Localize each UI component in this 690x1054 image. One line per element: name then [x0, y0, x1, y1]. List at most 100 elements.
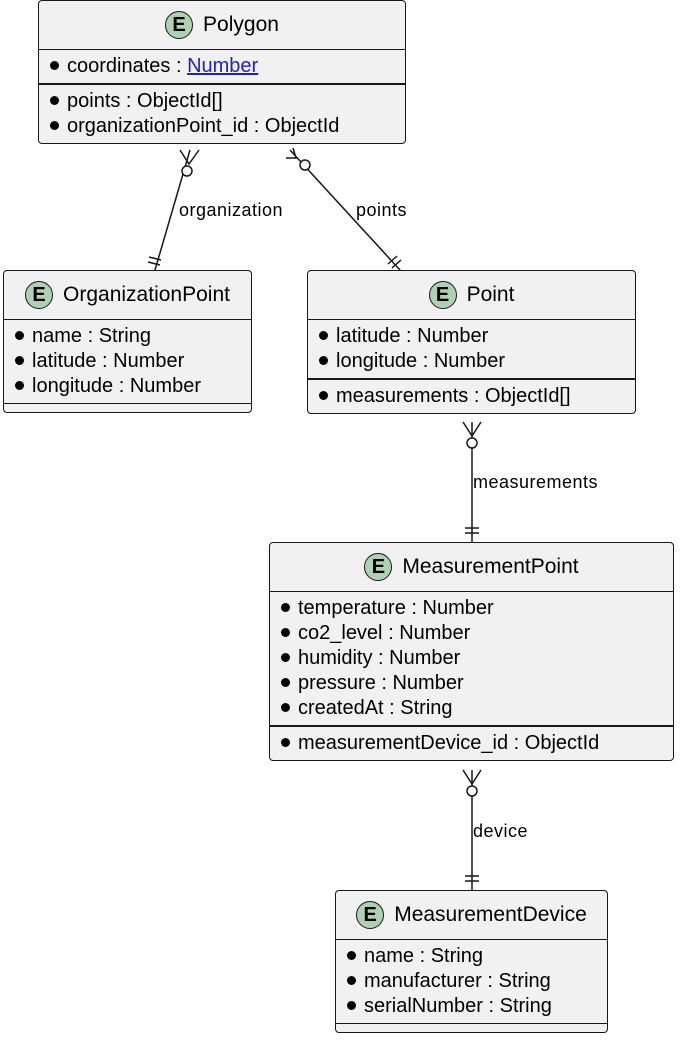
attribute-type: Number: [433, 350, 505, 372]
attribute-row: co2_level : Number: [270, 621, 673, 646]
edge-point-measurementpoint: [462, 421, 482, 542]
entity-badge-icon: E: [356, 901, 385, 929]
attribute-type: String: [430, 945, 483, 967]
attribute-name: serialNumber: [364, 995, 483, 1017]
attribute-name: createdAt: [298, 697, 384, 719]
entity-measurement-device[interactable]: E MeasurementDevice name : String manufa…: [335, 890, 608, 1033]
attribute-section: coordinates : Number: [39, 50, 405, 83]
entity-polygon[interactable]: E Polygon coordinates : Number points : …: [38, 0, 406, 144]
attribute-type: String: [498, 970, 551, 992]
attribute-type: String: [499, 995, 552, 1017]
attribute-section: latitude : Number longitude : Number: [308, 320, 635, 378]
bullet-icon: [319, 391, 328, 400]
attribute-type: Number: [389, 647, 461, 669]
bullet-icon: [281, 603, 290, 612]
entity-point[interactable]: E Point latitude : Number longitude : Nu…: [307, 270, 636, 414]
bullet-icon: [281, 738, 290, 747]
entity-organization-point[interactable]: E OrganizationPoint name : String latitu…: [3, 270, 252, 413]
attribute-row: serialNumber : String: [336, 994, 607, 1019]
attribute-name: longitude: [336, 350, 418, 372]
bullet-icon: [281, 653, 290, 662]
entity-name: Polygon: [203, 13, 279, 36]
attribute-type: String: [98, 325, 151, 347]
entity-name: MeasurementDevice: [394, 903, 587, 926]
attribute-section: temperature : Number co2_level : Number …: [270, 592, 673, 725]
attribute-name: measurementDevice_id: [298, 732, 509, 754]
attribute-section: measurements : ObjectId[]: [308, 378, 635, 413]
attribute-name: co2_level: [298, 622, 383, 644]
entity-badge-icon: E: [165, 11, 194, 39]
attribute-name: measurements: [336, 385, 469, 407]
attribute-name: temperature: [298, 597, 406, 619]
attribute-type: ObjectId[]: [137, 90, 223, 112]
entity-header: E Point: [308, 271, 635, 320]
attribute-type: Number: [392, 672, 464, 694]
attribute-type: ObjectId: [524, 732, 600, 754]
entity-name: OrganizationPoint: [63, 283, 230, 306]
attribute-row: measurements : ObjectId[]: [308, 384, 635, 409]
attribute-type: String: [400, 697, 453, 719]
relation-label-device: device: [473, 821, 529, 841]
attribute-type: Number: [113, 350, 185, 372]
attribute-row: createdAt : String: [270, 696, 673, 721]
relation-label-organization: organization: [179, 200, 284, 220]
attribute-row: points : ObjectId[]: [39, 89, 405, 114]
attribute-section: name : String manufacturer : String seri…: [336, 940, 607, 1023]
bullet-icon: [281, 703, 290, 712]
attribute-type: Number: [422, 597, 494, 619]
attribute-row: longitude : Number: [4, 374, 251, 399]
bullet-icon: [319, 356, 328, 365]
bullet-icon: [15, 356, 24, 365]
attribute-type: ObjectId: [264, 115, 340, 137]
attribute-type: Number: [417, 325, 489, 347]
entity-header: E Polygon: [39, 1, 405, 50]
entity-footer-divider: [336, 1023, 607, 1032]
edge-polygon-organizationpoint: [147, 149, 200, 271]
attribute-name: pressure: [298, 672, 376, 694]
attribute-section: points : ObjectId[] organizationPoint_id…: [39, 83, 405, 143]
attribute-row: temperature : Number: [270, 596, 673, 621]
attribute-type: ObjectId[]: [484, 385, 571, 407]
attribute-name: points: [67, 90, 121, 112]
attribute-name: latitude: [336, 325, 401, 347]
bullet-icon: [281, 628, 290, 637]
attribute-row: name : String: [336, 944, 607, 969]
edge-polygon-point: [286, 147, 402, 271]
entity-footer-divider: [4, 403, 251, 412]
attribute-row: manufacturer : String: [336, 969, 607, 994]
attribute-section: name : String latitude : Number longitud…: [4, 320, 251, 403]
attribute-row: latitude : Number: [308, 324, 635, 349]
attribute-name: name: [364, 945, 415, 967]
relation-label-measurements: measurements: [473, 472, 599, 492]
attribute-type: Number: [129, 375, 201, 397]
bullet-icon: [347, 976, 356, 985]
relation-label-points: points: [356, 200, 408, 220]
entity-name: MeasurementPoint: [402, 555, 579, 578]
attribute-name: name: [32, 325, 83, 347]
entity-badge-icon: E: [25, 281, 54, 309]
bullet-icon: [347, 951, 356, 960]
bullet-icon: [15, 381, 24, 390]
attribute-type-link[interactable]: Number: [187, 55, 259, 77]
entity-badge-icon: E: [364, 553, 393, 581]
entity-measurement-point[interactable]: E MeasurementPoint temperature : Number …: [269, 542, 674, 761]
bullet-icon: [50, 96, 59, 105]
attribute-name: humidity: [298, 647, 373, 669]
bullet-icon: [281, 678, 290, 687]
entity-name: Point: [466, 283, 515, 306]
entity-header: E OrganizationPoint: [4, 271, 251, 320]
attribute-row: longitude : Number: [308, 349, 635, 374]
attribute-row: measurementDevice_id : ObjectId: [270, 731, 673, 756]
bullet-icon: [319, 331, 328, 340]
attribute-row: coordinates : Number: [39, 54, 405, 79]
attribute-row: humidity : Number: [270, 646, 673, 671]
attribute-name: organizationPoint_id: [67, 115, 249, 137]
attribute-name: manufacturer: [364, 970, 482, 992]
attribute-row: name : String: [4, 324, 251, 349]
attribute-row: organizationPoint_id : ObjectId: [39, 114, 405, 139]
attribute-row: pressure : Number: [270, 671, 673, 696]
edge-measurementpoint-measurementdevice: [462, 769, 482, 890]
attribute-row: latitude : Number: [4, 349, 251, 374]
attribute-section: measurementDevice_id : ObjectId: [270, 725, 673, 760]
attribute-name: coordinates: [67, 55, 171, 77]
